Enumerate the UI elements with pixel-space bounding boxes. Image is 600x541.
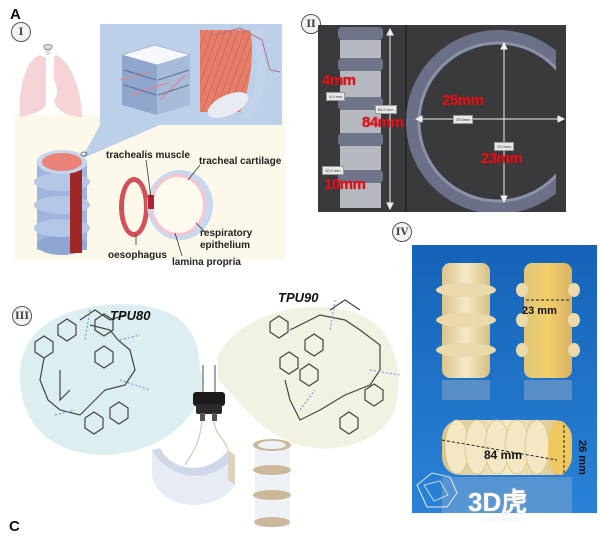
trachea-cross-section-icon — [119, 170, 213, 240]
lungs-icon — [19, 44, 82, 117]
scaffold-cut-photo — [516, 263, 580, 400]
tpu80-molecule-structure — [34, 309, 136, 435]
label-outer-diameter: 26 mm — [576, 440, 588, 475]
tpu90-molecule-structure — [269, 299, 384, 435]
tpu90-bubble — [218, 307, 399, 449]
panel-numeral-IV: IV — [392, 222, 412, 242]
label-tracheal-cartilage: tracheal cartilage — [199, 156, 282, 167]
label-leader-lines — [135, 159, 206, 257]
panel-numeral-I: I — [11, 22, 31, 42]
cad-model-render — [318, 25, 566, 212]
dim-outer-diameter: 25mm — [442, 92, 484, 109]
label-tpu90: TPU90 — [278, 290, 319, 305]
panel-letter-a: A — [10, 6, 21, 23]
bioprinting-illustration — [20, 299, 401, 527]
label-respiratory: respiratory — [200, 228, 253, 239]
panel-IV: IV — [392, 220, 600, 541]
label-length: 84 mm — [484, 448, 523, 462]
panel-II: II — [300, 0, 600, 215]
watermark-logo: 3D虎 — [468, 487, 528, 517]
length-arrow — [386, 27, 394, 211]
label-epithelium: epithelium — [200, 240, 251, 251]
tag-rib-gap: 4.0 mm — [326, 92, 346, 101]
trachea-tube-icon — [34, 150, 90, 255]
panel-numeral-III: III — [12, 306, 32, 326]
scaffold-closed-photo — [436, 263, 496, 400]
panel-letter-c: C — [9, 518, 20, 535]
scaffold-side-view — [338, 27, 383, 208]
tag-rib-width: 10.0 mm — [322, 166, 344, 175]
printed-scaffold-photo — [412, 245, 597, 513]
tag-outer-diameter: 25.0mm — [453, 115, 474, 124]
dim-rib-gap: 4mm — [322, 72, 356, 89]
watermark-3dhoo — [416, 472, 458, 508]
label-oesophagus: oesophagus — [108, 250, 167, 261]
porous-scaffold-icon — [119, 44, 192, 115]
tag-length: 84.0 mm — [375, 105, 397, 114]
printhead-icon — [184, 365, 229, 466]
dim-length: 84mm — [362, 114, 404, 131]
panel-numeral-II: II — [301, 14, 321, 34]
watermark-url: www.3dhoo.com — [482, 517, 527, 523]
printed-tube-icon — [253, 439, 291, 527]
dim-inner-diameter: 23mm — [481, 150, 523, 167]
label-inner-diameter: 23 mm — [522, 305, 557, 317]
tag-inner-diameter: 23.0mm — [494, 142, 515, 151]
tpu80-bubble — [20, 304, 205, 455]
panel-III: III — [0, 270, 410, 541]
diameter-arrows — [414, 41, 566, 204]
trachea-anatomy-illustration — [15, 24, 285, 260]
printed-half-tube-icon — [152, 448, 235, 505]
label-lamina-propria: lamina propria — [172, 257, 241, 268]
panel-I: I — [0, 0, 300, 270]
dim-rib-width: 10mm — [324, 176, 366, 193]
scaffold-horizontal-photo — [441, 419, 572, 513]
tissue-closeup-icon — [200, 27, 281, 118]
label-trachealis-muscle: trachealis muscle — [106, 150, 190, 161]
label-tpu80: TPU80 — [110, 308, 151, 323]
